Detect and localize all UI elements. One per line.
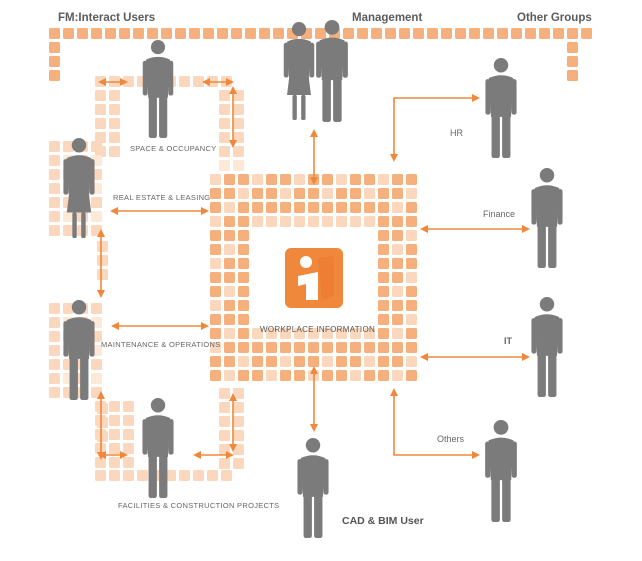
management-label: Management	[352, 12, 423, 24]
facilities-frame-right	[219, 388, 244, 469]
cad-bim-user-label: CAD & BIM User	[342, 515, 424, 527]
maintenance-operations-label: MAINTENANCE & OPERATIONS	[101, 340, 221, 349]
space-occupancy-label: SPACE & OCCUPANCY	[130, 144, 217, 153]
it-person-icon	[531, 297, 563, 397]
finance-label: Finance	[483, 209, 516, 219]
arrow-others-icon	[390, 388, 480, 459]
arrow-hr-icon	[390, 94, 480, 162]
space-frame-right	[219, 90, 244, 157]
management-man-icon	[316, 20, 348, 122]
facilities-person-icon	[142, 398, 174, 498]
real-estate-link	[97, 241, 108, 280]
hr-label: HR	[450, 128, 463, 138]
header-band-tiles	[49, 28, 592, 39]
fm-interact-users-label: FM:Interact Users	[58, 12, 156, 24]
header-right-leg-tiles	[567, 42, 578, 81]
other-groups-label: Other Groups	[517, 12, 592, 24]
maintenance-person-icon	[63, 300, 95, 400]
finance-person-icon	[531, 168, 563, 268]
cad-bim-user-person-icon	[297, 438, 329, 538]
facilities-construction-label: FACILITIES & CONSTRUCTION PROJECTS	[118, 501, 280, 510]
others-label: Others	[437, 434, 465, 444]
space-frame-left	[95, 90, 120, 157]
real-estate-person-icon	[63, 138, 95, 238]
workplace-block-tiles	[210, 174, 417, 381]
management-woman-icon	[283, 22, 315, 120]
space-frame-bottom	[219, 160, 244, 171]
workplace-information-label: WORKPLACE INFORMATION	[260, 325, 376, 334]
others-person-icon	[485, 420, 517, 522]
it-label: IT	[504, 336, 512, 346]
header-left-leg-tiles	[49, 42, 60, 81]
workplace-information-logo-icon	[285, 248, 343, 308]
real-estate-leasing-label: REAL ESTATE & LEASING	[113, 193, 211, 202]
hr-person-icon	[485, 58, 517, 158]
space-occupancy-person-icon	[142, 40, 174, 138]
